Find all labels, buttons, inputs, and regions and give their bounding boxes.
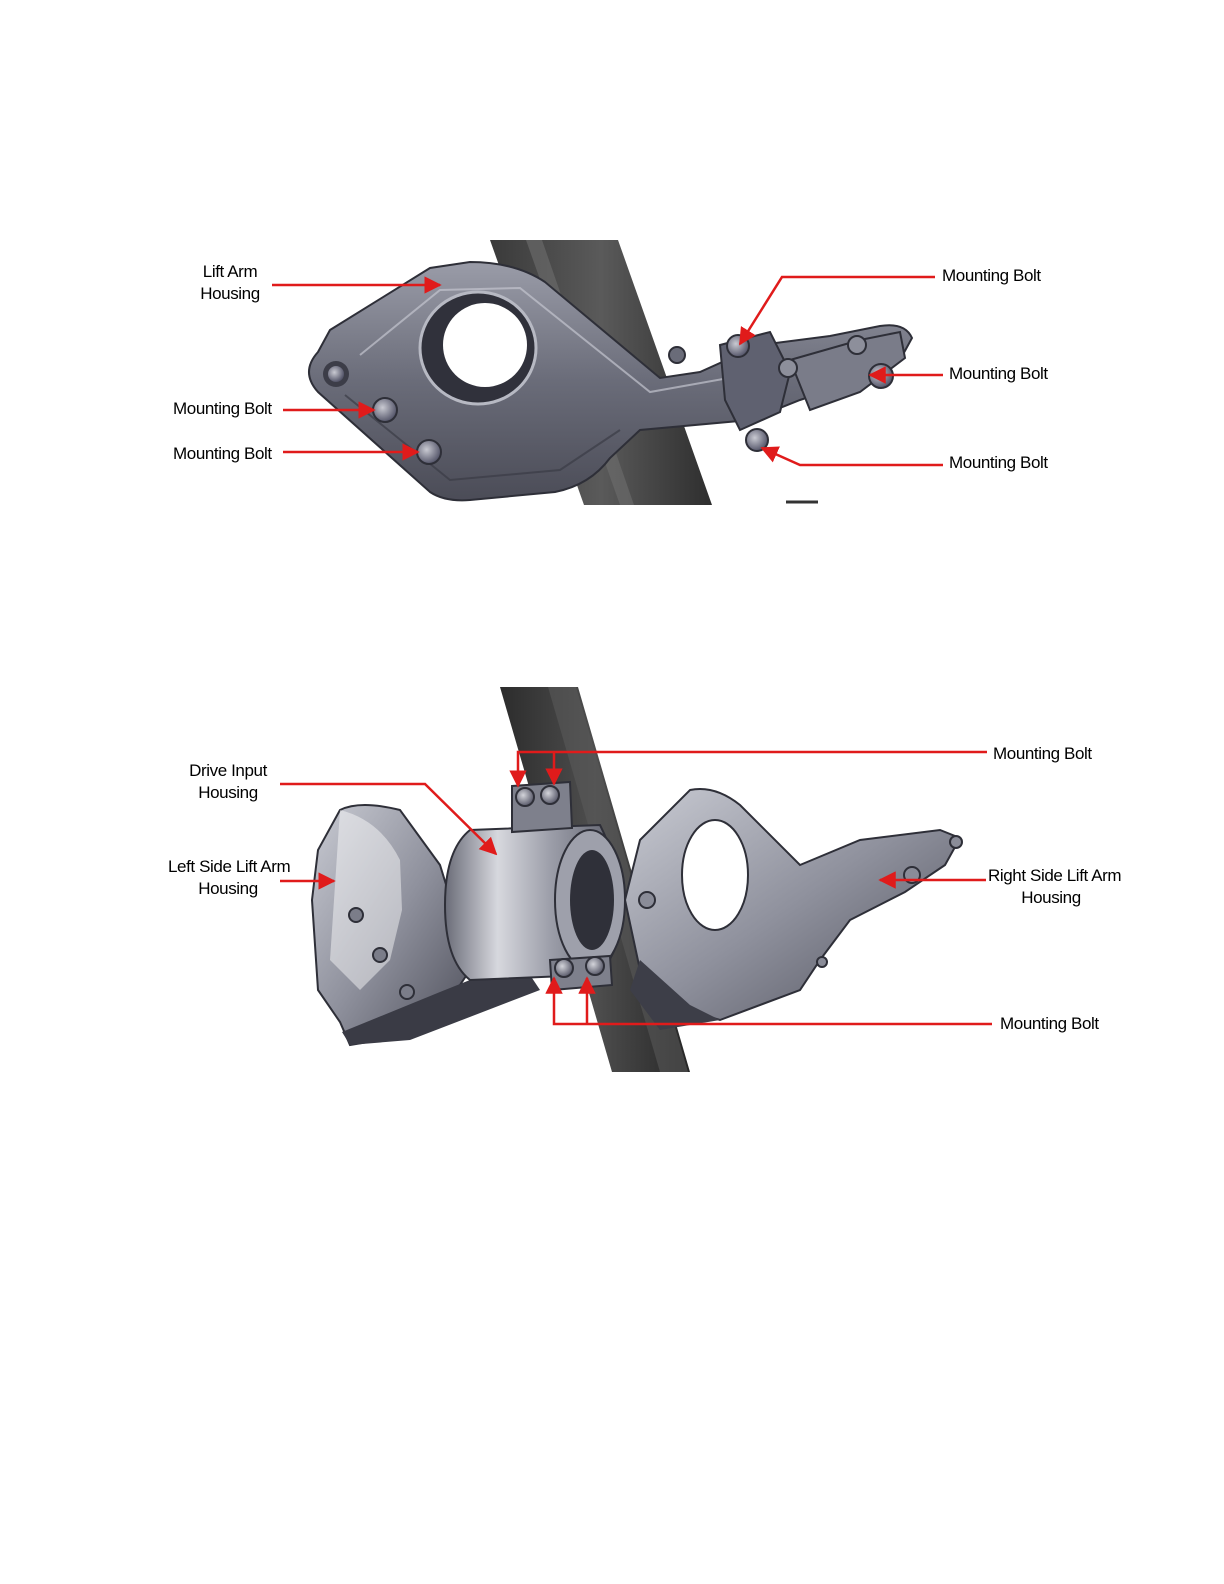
label-line: Drive Input xyxy=(186,760,270,782)
bolt xyxy=(746,429,768,451)
bolt xyxy=(328,366,344,382)
bolt xyxy=(349,908,363,922)
label-mounting-bolt-top: Mounting Bolt xyxy=(993,743,1092,765)
bolt xyxy=(848,336,866,354)
bolt xyxy=(541,786,559,804)
bolt xyxy=(586,957,604,975)
label-lift-arm-housing: Lift Arm Housing xyxy=(196,261,264,305)
label-drive-input-housing: Drive Input Housing xyxy=(186,760,270,804)
label-line: Lift Arm xyxy=(196,261,264,283)
label-mounting-bolt-left-upper: Mounting Bolt xyxy=(173,398,272,420)
arrow-mounting-bolt-bottom-right xyxy=(762,448,943,465)
bolt xyxy=(516,788,534,806)
bottom-figure: Drive Input Housing Left Side Lift Arm H… xyxy=(0,660,1224,1100)
label-mounting-bolt-left-lower: Mounting Bolt xyxy=(173,443,272,465)
label-mounting-bolt-bottom: Mounting Bolt xyxy=(1000,1013,1099,1035)
label-line: Housing xyxy=(186,782,270,804)
bolt xyxy=(373,398,397,422)
bolt xyxy=(373,948,387,962)
label-line: Housing xyxy=(988,887,1114,909)
label-line: Right Side Lift Arm xyxy=(988,865,1114,887)
bolt xyxy=(417,440,441,464)
top-figure: Lift Arm Housing Mounting Bolt Mounting … xyxy=(0,0,1224,520)
bolt xyxy=(817,957,827,967)
right-side-lift-arm-housing-part xyxy=(625,789,962,1030)
bolt xyxy=(639,892,655,908)
label-right-side-lift-arm-housing: Right Side Lift Arm Housing xyxy=(988,865,1114,909)
bolt xyxy=(400,985,414,999)
bolt xyxy=(950,836,962,848)
bolt xyxy=(555,959,573,977)
label-mounting-bolt-top-right: Mounting Bolt xyxy=(942,265,1041,287)
label-line: Housing xyxy=(196,283,264,305)
label-left-side-lift-arm-housing: Left Side Lift Arm Housing xyxy=(168,856,288,900)
label-mounting-bolt-bottom-right: Mounting Bolt xyxy=(949,452,1048,474)
label-line: Housing xyxy=(168,878,288,900)
bolt xyxy=(779,359,797,377)
label-mounting-bolt-mid-right: Mounting Bolt xyxy=(949,363,1048,385)
top-figure-drawing xyxy=(0,0,1224,520)
label-line: Left Side Lift Arm xyxy=(168,856,288,878)
bolt xyxy=(727,335,749,357)
